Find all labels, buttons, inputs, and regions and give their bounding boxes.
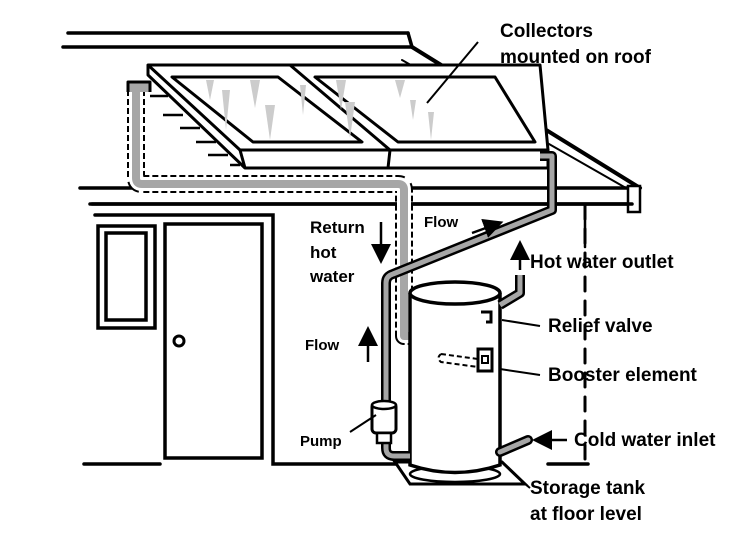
collectors-leader-line (426, 41, 479, 104)
heat-shimmer (206, 80, 434, 140)
label-hot-water-outlet: Hot water outlet (530, 252, 674, 273)
label-flow-top: Flow (424, 214, 458, 231)
storage-tank (392, 280, 529, 486)
label-return-line3: water (309, 267, 355, 286)
label-booster-element: Booster element (548, 365, 698, 386)
return-pipe (126, 80, 413, 345)
door (163, 222, 264, 460)
label-storage-tank-line2: at floor level (530, 504, 642, 525)
flow-top-arrow (471, 219, 504, 238)
booster-element (437, 347, 494, 373)
label-storage-tank-line1: Storage tank (530, 478, 646, 499)
hot-water-outlet-pipe (497, 275, 525, 310)
label-collectors-line1: Collectors (500, 21, 593, 42)
window (96, 224, 157, 330)
cold-water-inlet-pipe (495, 435, 533, 457)
label-return-line1: Return (310, 218, 365, 237)
booster-element-leader (499, 368, 541, 376)
label-return-line2: hot (310, 243, 337, 262)
label-flow-left: Flow (305, 337, 339, 354)
door-knob (172, 334, 186, 348)
house-wall (82, 202, 634, 466)
solar-collectors (146, 63, 550, 170)
pump-leader (349, 414, 377, 433)
relief-valve (481, 310, 493, 324)
pump (370, 399, 410, 461)
label-relief-valve: Relief valve (548, 316, 653, 337)
label-pump: Pump (300, 433, 342, 450)
label-cold-water-inlet: Cold water inlet (574, 430, 716, 451)
relief-valve-leader (501, 319, 541, 327)
storage-tank-leader (524, 483, 531, 489)
label-collectors-line2: mounted on roof (500, 47, 652, 68)
